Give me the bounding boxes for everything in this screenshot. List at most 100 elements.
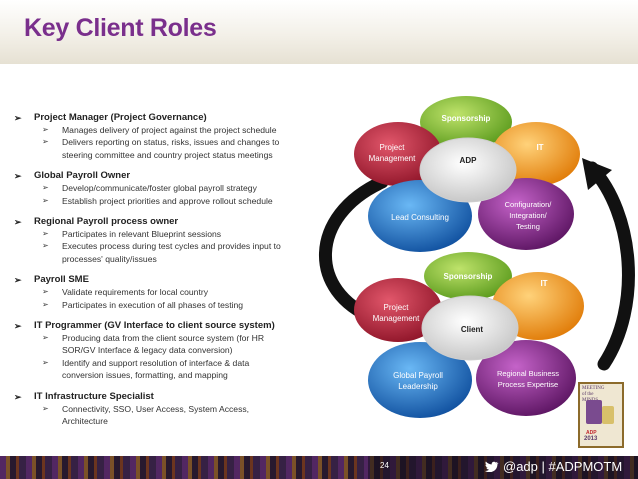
role-item: ➢ Regional Payroll process owner [12,216,304,228]
role-detail: ➢ Producing data from the client source s… [12,332,304,344]
adp-lead-label: Lead Consulting [391,213,449,222]
twitter-bird-icon [484,461,499,472]
arrow-bullet-icon: ➢ [42,403,49,413]
client-project-management-piece [354,278,442,342]
client-global-payroll-piece [368,342,472,418]
role-item: ➢Global Payroll Owner [12,170,304,182]
arrow-bullet-icon: ➢ [42,137,49,147]
logo-year: 2013 [584,436,598,442]
role-detail: ➢Participates in execution of all phases… [12,299,304,311]
cycle-arrow-left-icon [319,175,389,325]
client-regional-business-piece [476,340,576,416]
role-detail-cont: Architecture [12,415,304,427]
role-detail-cont: steering committee and country project s… [12,149,304,161]
client-puzzle: Sponsorship IT Project Management Client… [354,252,584,418]
arrow-bullet-icon: ➢ [42,333,49,343]
role-item: ➢ Payroll SME [12,274,304,286]
cycle-arrow-right-head-icon [582,158,612,190]
footer-shade [368,456,638,479]
client-it-label: IT [540,279,547,288]
social-handle: @adp | #ADPMOTM [484,459,622,474]
role-detail: ➢ Establish project priorities and approv… [12,195,304,207]
arrow-bullet-icon: ➢ [42,183,49,193]
client-sponsorship-label: Sponsorship [444,272,493,281]
adp-pm-label-2: Management [369,154,416,163]
role-detail: ➢ Develop/communicate/foster global payro… [12,182,304,194]
logo-shape [586,400,602,424]
client-sponsorship-piece [424,252,512,300]
role-detail-text: Delivers reporting on status, risks, iss… [62,137,280,148]
logo-line: of the [582,392,594,397]
role-detail-cont: processes' quality/issues [12,253,304,265]
role-detail: ➢ Manages delivery of project against the… [12,124,304,136]
role-detail-text: steering committee and country project s… [62,149,273,160]
role-detail-text: Participates in relevant Blueprint sessi… [62,229,222,240]
client-rbp-label-1: Regional Business [497,369,559,378]
adp-sponsorship-piece [420,96,512,148]
arrow-bullet-icon: ➢ [42,299,49,309]
role-item: ➢ Project Manager (Project Governance) [12,112,304,124]
role-title: Project Manager (Project Governance) [34,112,207,123]
adp-config-label-3: Testing [516,222,540,231]
arrow-bullet-icon: ➢ [42,125,49,134]
arrow-bullet-icon: ➢ [42,357,49,367]
client-pm-label-1: Project [384,303,410,312]
client-rbp-label-2: Process Expertise [498,380,558,389]
adp-it-label: IT [536,143,543,152]
role-detail-text: processes' quality/issues [62,253,157,264]
role-detail: ➢ Connectivity, SSO, User Access, System … [12,403,304,415]
role-detail: ➢ Delivers reporting on status, risks, is… [12,136,304,148]
slide-title: Key Client Roles [24,14,217,42]
role-detail-text: Producing data from the client source sy… [62,333,265,344]
role-detail: ➢ Identify and support resolution of inte… [12,357,304,369]
page-number: 24 [380,461,389,470]
footer-band [0,456,638,479]
role-item: ➢IT Infrastructure Specialist [12,391,304,403]
client-center-piece [421,295,519,361]
arrow-bullet-icon: ➢ [42,229,49,239]
adp-configuration-piece [478,178,574,250]
logo-shape [602,406,614,424]
role-detail-text: Architecture [62,416,108,427]
role-detail: ➢Executes process during test cycles and… [12,240,304,252]
role-detail-text: Develop/communicate/foster global payrol… [62,183,257,194]
role-detail-text: conversion issues, formatting, and mappi… [62,370,228,381]
adp-sponsorship-label: Sponsorship [442,114,491,123]
client-center-label: Client [461,325,484,334]
logo-line: MEETING [582,386,605,391]
arrow-bullet-icon: ➢ [14,217,22,228]
arrow-bullet-icon: ➢ [42,241,49,251]
role-detail-text: Validate requirements for local country [62,287,209,298]
adp-config-label-2: Integration/ [509,211,547,220]
role-detail-text: Manages delivery of project against the … [62,125,277,135]
adp-config-label-1: Configuration/ [505,200,553,209]
client-gpl-label-1: Global Payroll [393,371,443,380]
adp-puzzle: Sponsorship IT Project Management ADP Le… [354,96,580,252]
cycle-arrow-right-icon [585,161,635,371]
role-detail-text: SOR/GV Interface & legacy data conversio… [62,345,233,356]
role-detail-text: Establish project priorities and approve… [62,195,273,206]
social-text: @adp | #ADPMOTM [503,459,623,474]
role-detail-cont: conversion issues, formatting, and mappi… [12,369,304,381]
arrow-bullet-icon: ➢ [42,287,49,297]
role-detail-text: Connectivity, SSO, User Access, System A… [62,403,250,414]
role-title: Regional Payroll process owner [34,216,179,228]
arrow-bullet-icon: ➢ [14,275,22,286]
role-title: IT Programmer (GV Interface to client so… [34,320,275,332]
roles-list: ➢ Project Manager (Project Governance) ➢ M… [12,112,304,428]
role-detail: ➢ Participates in relevant Blueprint sess… [12,228,304,240]
title-band [0,0,638,64]
role-detail-text: Identify and support resolution of inter… [62,357,250,368]
adp-center-label: ADP [460,156,478,165]
role-title: Payroll SME [34,274,89,286]
adp-center-piece [419,137,517,203]
client-gpl-label-2: Leadership [398,382,438,391]
role-detail-cont: SOR/GV Interface & legacy data conversio… [12,344,304,356]
role-title: IT Infrastructure Specialist [34,390,154,402]
client-pm-label-2: Management [373,314,420,323]
arrow-bullet-icon: ➢ [14,321,22,332]
arrow-bullet-icon: ➢ [42,195,49,205]
logo-brand: ADP [586,430,597,436]
arrow-bullet-icon: ➢ [14,113,22,123]
roles-puzzle-diagram: Sponsorship IT Project Management ADP Le… [319,96,635,418]
